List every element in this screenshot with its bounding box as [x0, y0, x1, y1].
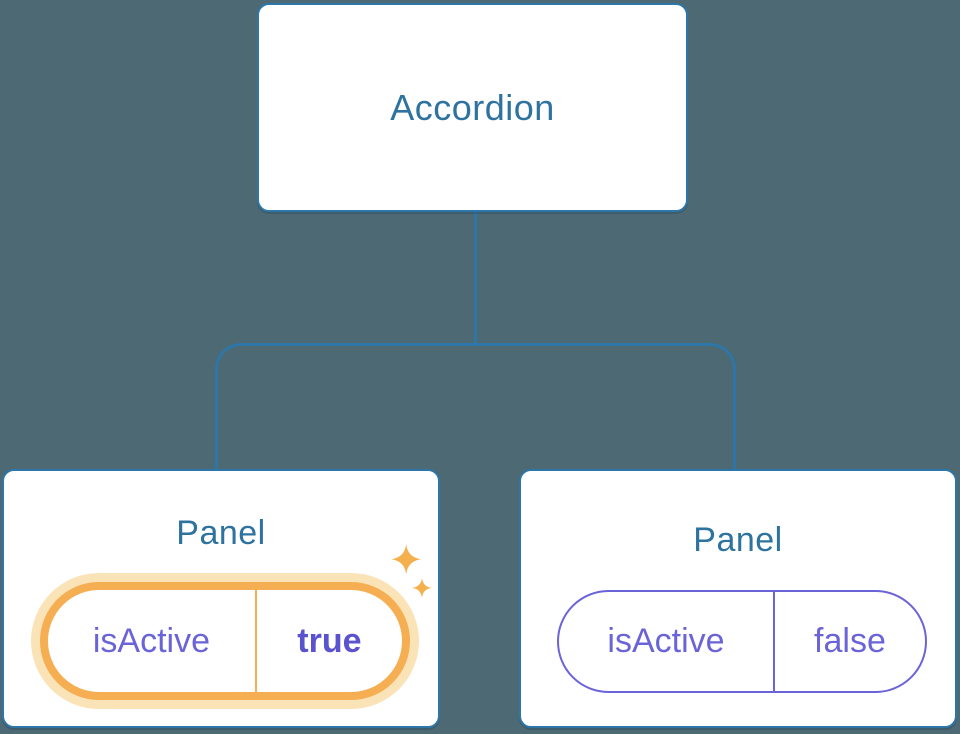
panel-node-label: Panel — [693, 521, 783, 559]
panel-node-inactive: Panel isActive false — [519, 469, 957, 728]
sparkle-icon — [391, 544, 432, 598]
state-pill-active: isActive true — [40, 582, 410, 700]
accordion-node: Accordion — [257, 3, 688, 212]
panel-node-label: Panel — [176, 514, 266, 552]
panel-node-active: Panel isActive true — [2, 469, 440, 728]
tree-connector-stem — [474, 212, 477, 345]
state-key-label: isActive — [48, 590, 257, 692]
state-key-label: isActive — [559, 592, 775, 691]
state-pill-inactive: isActive false — [557, 590, 927, 693]
tree-connector-bracket — [215, 343, 736, 470]
state-value-label: false — [814, 622, 886, 660]
state-value-label: true — [297, 621, 362, 660]
accordion-node-label: Accordion — [390, 86, 555, 128]
